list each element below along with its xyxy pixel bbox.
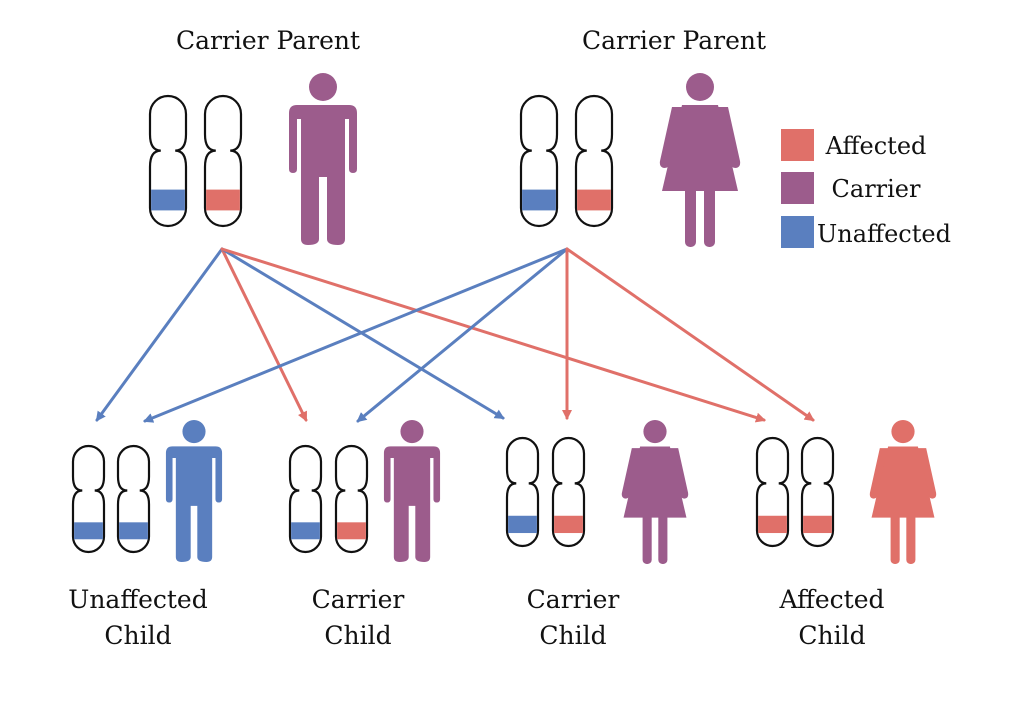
child-label-3-line2: Child [539,621,606,650]
allele-band-affected [554,515,583,534]
child-1-male-figure-icon [165,420,223,562]
allele-band-unaffected [74,522,103,540]
child-label-4-line2: Child [798,621,865,650]
child-1-chromosome-2 [116,444,151,554]
child-label-1-line1: Unaffected [68,585,207,614]
child-2-chromosome-2 [334,444,369,554]
legend-swatch-affected [781,129,814,161]
legend-label-affected: Affected [825,132,927,160]
legend-swatch-carrier [781,172,814,204]
allele-band-affected [337,522,366,540]
allele-band-affected [758,515,787,534]
inheritance-arrow-1 [95,247,224,422]
allele-band-unaffected [522,189,556,211]
child-4-chromosome-2 [800,436,835,548]
inheritance-arrow-5 [143,247,569,423]
allele-band-affected [206,189,240,211]
parent-1-chromosome-2 [203,94,243,228]
child-label-2-line2: Child [324,621,391,650]
child-3-chromosome-2 [551,436,586,548]
inheritance-arrow-8 [565,247,815,422]
parent-label-father: Carrier Parent [176,26,360,55]
parent-1-chromosome-1 [148,94,188,228]
parent-2-female-figure-icon [659,73,741,247]
legend-swatch-unaffected [781,216,814,248]
allele-band-affected [577,189,611,211]
child-4-female-figure-icon [869,420,937,564]
parent-2-chromosome-2 [574,94,614,228]
child-4-chromosome-1 [755,436,790,548]
legend-label-unaffected: Unaffected [817,220,951,248]
inheritance-arrow-6 [356,247,569,423]
inheritance-arrows [95,247,815,423]
child-1-chromosome-1 [71,444,106,554]
inheritance-arrow-4 [220,247,766,423]
legend: Affected Carrier Unaffected [781,129,951,248]
parent-1-male-figure-icon [289,73,357,245]
child-label-4-line1: Affected [778,585,884,614]
child-label-3-line1: Carrier [527,585,620,614]
legend-label-carrier: Carrier [832,175,921,203]
allele-band-unaffected [291,522,320,540]
inheritance-arrow-2 [220,247,308,422]
child-3-female-figure-icon [621,420,689,564]
child-label-1-line2: Child [104,621,171,650]
allele-band-unaffected [151,189,185,211]
child-2-chromosome-1 [288,444,323,554]
child-3-chromosome-1 [505,436,540,548]
child-2-male-figure-icon [383,420,441,562]
parent-label-mother: Carrier Parent [582,26,766,55]
allele-band-unaffected [508,515,537,534]
parent-2-chromosome-1 [519,94,559,228]
people-figures [71,73,937,564]
allele-band-unaffected [119,522,148,540]
child-label-2-line1: Carrier [312,585,405,614]
allele-band-affected [803,515,832,534]
